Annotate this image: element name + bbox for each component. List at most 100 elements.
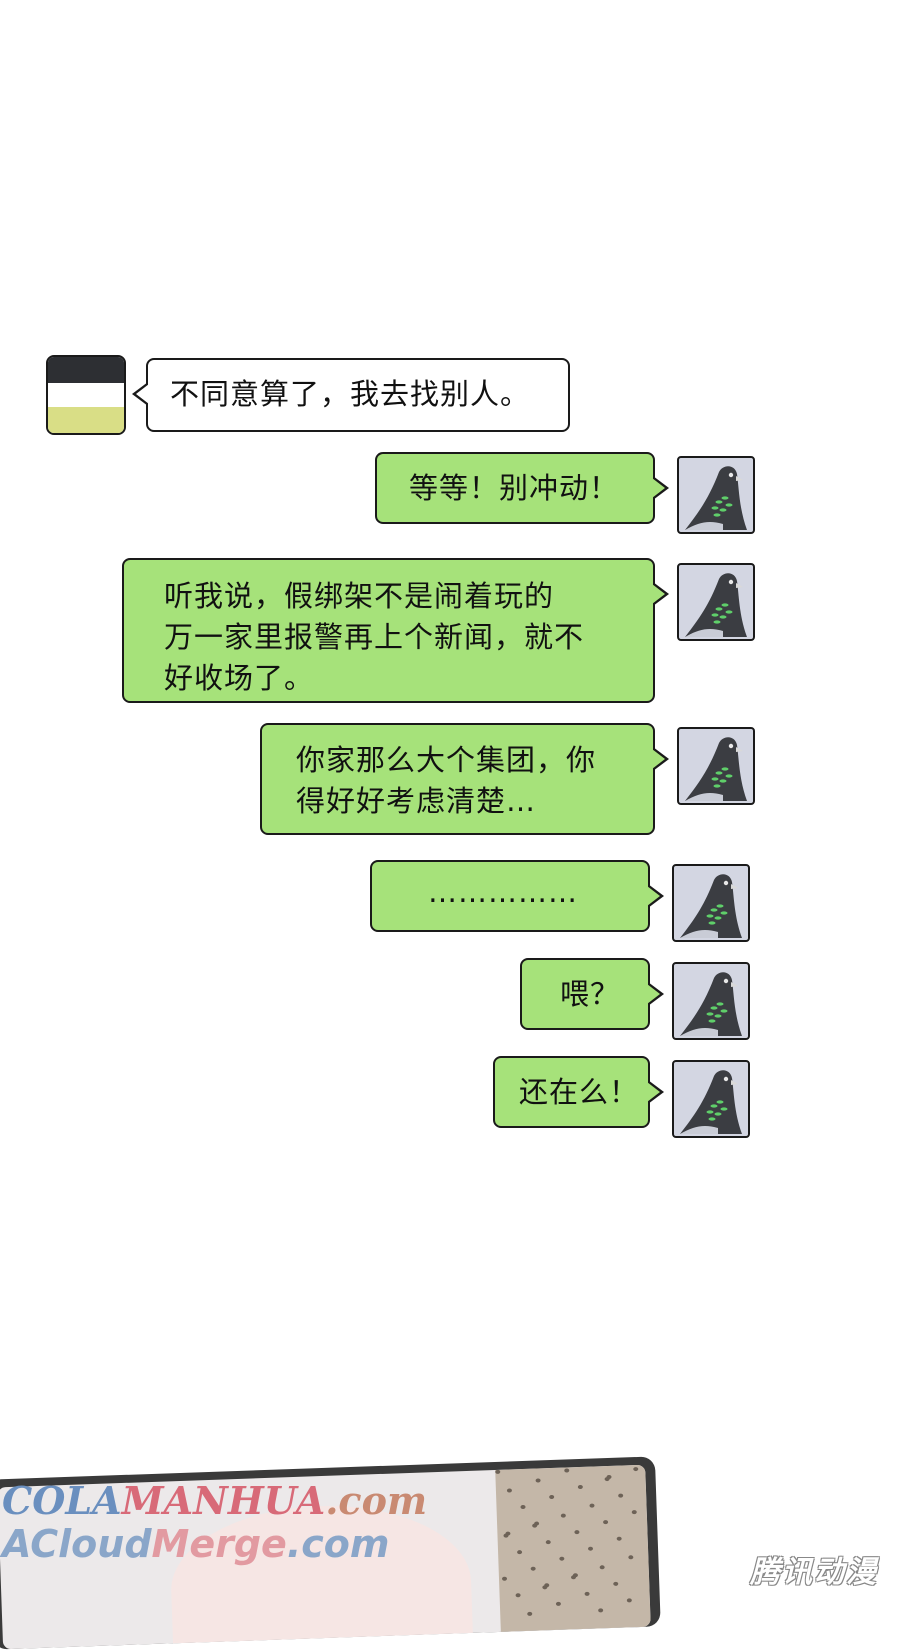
pigeon-wing-pattern xyxy=(725,774,733,778)
pigeon-body xyxy=(685,466,747,530)
pigeon-avatar-icon[interactable] xyxy=(677,456,755,534)
message-bubble-outgoing[interactable]: 等等！别冲动！ xyxy=(375,452,669,524)
message-bubble-incoming[interactable]: 不同意算了，我去找别人。 xyxy=(132,358,570,432)
gravel-dot xyxy=(577,1484,583,1490)
gravel-dot xyxy=(559,1556,565,1561)
message-bubble-outgoing[interactable]: 喂？ xyxy=(520,958,664,1030)
message-bubble-outgoing[interactable]: 听我说，假绑架不是闹着玩的 万一家里报警再上个新闻，就不 好收场了。 xyxy=(122,558,669,703)
message-text: 你家那么大个集团，你 得好好考虑清楚… xyxy=(296,743,597,818)
pigeon-wing-pattern xyxy=(720,911,728,915)
watermark-tencent-comics: 腾讯动漫 xyxy=(750,1555,878,1590)
gravel-dot xyxy=(515,1593,521,1598)
pigeon-icon xyxy=(680,1070,742,1134)
pigeon-wing-pattern xyxy=(715,607,723,611)
gravel-dot xyxy=(616,1536,622,1541)
watermark-acloudmerge: ACloudMerge.com xyxy=(2,1522,390,1566)
pigeon-avatar-icon[interactable] xyxy=(672,1060,750,1138)
gravel-dot xyxy=(520,1504,526,1510)
pigeon-beak xyxy=(736,476,743,481)
pigeon-wing-pattern xyxy=(713,784,721,788)
gravel-dot xyxy=(599,1565,605,1570)
gravel-dot xyxy=(532,1523,538,1528)
pigeon-wing-pattern xyxy=(708,1117,716,1121)
gravel-dot xyxy=(574,1530,580,1535)
pigeon-avatar-icon[interactable] xyxy=(677,727,755,805)
pigeon-body xyxy=(685,737,747,801)
pigeon-body xyxy=(680,972,742,1036)
pigeon-body xyxy=(685,573,747,637)
pigeon-belly xyxy=(680,1126,718,1134)
pigeon-icon xyxy=(685,466,747,530)
pigeon-beak xyxy=(731,1080,738,1085)
pigeon-wing-pattern xyxy=(715,771,723,775)
avatar-band-white xyxy=(48,383,124,407)
pigeon-belly xyxy=(685,522,723,530)
pigeon-belly xyxy=(685,793,723,801)
message-text: 还在么！ xyxy=(519,1075,640,1109)
gravel-dot xyxy=(613,1581,619,1586)
pigeon-eye xyxy=(723,1076,729,1082)
pigeon-wing-pattern xyxy=(706,1110,714,1114)
gravel-dot xyxy=(560,1513,566,1518)
pigeon-eye xyxy=(728,579,734,585)
gravel-dot xyxy=(626,1598,632,1603)
pigeon-wing-pattern xyxy=(710,1104,718,1108)
pigeon-avatar-icon[interactable] xyxy=(677,563,755,641)
pigeon-icon xyxy=(685,573,747,637)
gravel-dot xyxy=(517,1550,523,1555)
pigeon-eye xyxy=(728,472,734,478)
gravel-dot xyxy=(542,1585,548,1590)
pigeon-wing-pattern xyxy=(711,613,719,617)
pigeon-eye xyxy=(723,978,729,984)
pigeon-eye xyxy=(728,743,734,749)
pigeon-beak xyxy=(736,583,743,588)
pigeon-wing-pattern xyxy=(710,908,718,912)
gravel-dot xyxy=(604,1476,610,1482)
gravel-dot xyxy=(589,1503,595,1508)
contact-avatar[interactable] xyxy=(46,355,126,435)
pigeon-icon xyxy=(685,737,747,801)
pigeon-icon xyxy=(680,972,742,1036)
gravel-dot xyxy=(527,1611,533,1616)
pigeon-wing-pattern xyxy=(725,503,733,507)
pigeon-wing-pattern xyxy=(720,1009,728,1013)
message-bubble-outgoing[interactable]: 你家那么大个集团，你 得好好考虑清楚… xyxy=(260,723,669,835)
pigeon-wing-pattern xyxy=(714,916,722,920)
message-text: …………… xyxy=(428,875,578,909)
pigeon-wing-pattern xyxy=(716,1002,724,1006)
pigeon-wing-pattern xyxy=(721,496,729,500)
pigeon-beak xyxy=(736,747,743,752)
pigeon-wing-pattern xyxy=(713,513,721,517)
pigeon-belly xyxy=(680,930,718,938)
gravel-dot xyxy=(570,1575,577,1580)
pigeon-wing-pattern xyxy=(716,904,724,908)
pigeon-avatar-icon[interactable] xyxy=(672,962,750,1040)
message-text: 听我说，假绑架不是闹着玩的 万一家里报警再上个新闻，就不 好收场了。 xyxy=(164,579,585,695)
message-text: 不同意算了，我去找别人。 xyxy=(170,377,531,411)
gravel-dot xyxy=(495,1469,501,1474)
avatar-band-yellow xyxy=(48,407,124,433)
pigeon-wing-pattern xyxy=(711,506,719,510)
gravel-dot xyxy=(530,1566,536,1571)
pigeon-avatar-icon[interactable] xyxy=(672,864,750,942)
gravel-dot xyxy=(501,1576,508,1581)
gravel-dot xyxy=(631,1510,637,1515)
pigeon-wing-pattern xyxy=(721,767,729,771)
message-bubble-outgoing[interactable]: 还在么！ xyxy=(493,1056,664,1128)
pigeon-beak xyxy=(731,982,738,987)
gravel-dot xyxy=(535,1478,541,1483)
gravel-dot xyxy=(503,1533,509,1538)
gravel-dot xyxy=(633,1466,639,1472)
pigeon-body xyxy=(680,1070,742,1134)
pigeon-wing-pattern xyxy=(711,777,719,781)
pigeon-wing-pattern xyxy=(714,1112,722,1116)
pigeon-wing-pattern xyxy=(721,603,729,607)
gravel-dot xyxy=(603,1520,609,1525)
pigeon-beak xyxy=(731,884,738,889)
avatar-band-dark xyxy=(48,357,124,383)
gravel-dot xyxy=(618,1493,624,1498)
pigeon-wing-pattern xyxy=(706,1012,714,1016)
pigeon-belly xyxy=(680,1028,718,1036)
pigeon-wing-pattern xyxy=(708,1019,716,1023)
message-bubble-outgoing[interactable]: …………… xyxy=(370,860,664,932)
